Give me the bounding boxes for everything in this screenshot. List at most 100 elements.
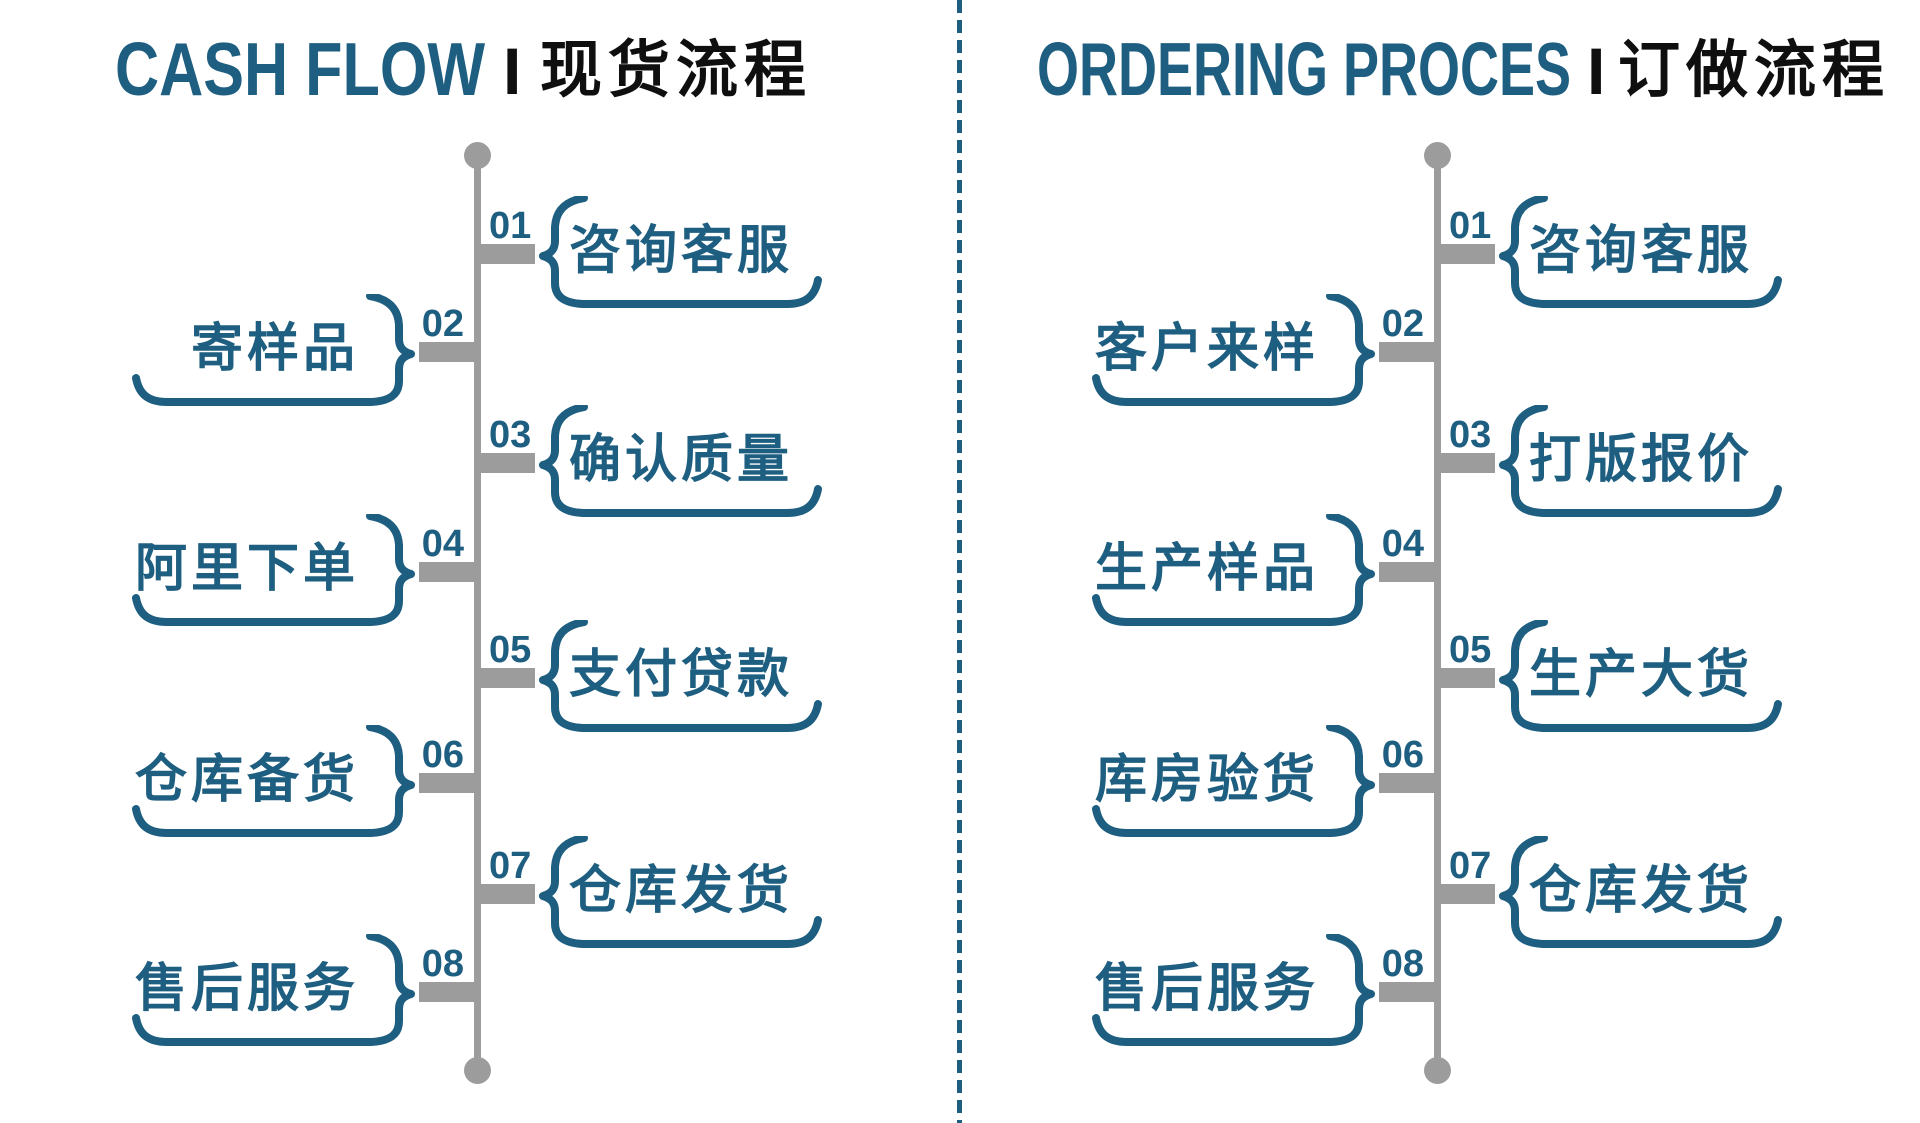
step-label-box: 生产样品: [1075, 514, 1375, 634]
step-tick: [477, 884, 535, 904]
step-label: 寄样品: [190, 320, 359, 378]
brace-underline-icon: [1499, 405, 1782, 517]
panel-ordering-process: ORDERING PROCES I 订做流程 01 咨询客服 02 客户来样 0…: [960, 0, 1920, 1123]
step-number: 04: [421, 523, 464, 565]
brace-underline-icon: [539, 836, 822, 948]
brace-underline-icon: [1499, 620, 1782, 732]
process-step: 01 咨询客服: [0, 196, 960, 316]
step-label-box: 生产大货: [1499, 620, 1799, 740]
brace-underline-icon: [1092, 725, 1375, 837]
title-separator: I: [503, 34, 522, 108]
brace-underline-icon: [132, 514, 415, 626]
step-label-box: 咨询客服: [539, 196, 839, 316]
title-english: CASH FLOW: [115, 27, 486, 111]
step-tick: [419, 773, 477, 793]
process-step: 06 仓库备货: [0, 725, 960, 845]
step-label: 售后服务: [134, 960, 359, 1018]
process-step: 03 确认质量: [0, 405, 960, 525]
process-step: 06 库房验货: [960, 725, 1920, 845]
step-number: 04: [1381, 523, 1424, 565]
step-label: 阿里下单: [134, 540, 359, 598]
step-tick: [477, 453, 535, 473]
step-tick: [1437, 884, 1495, 904]
step-tick: [1437, 668, 1495, 688]
step-label-box: 售后服务: [115, 934, 415, 1054]
timeline-line: [1434, 155, 1441, 1070]
timeline-end-dot: [464, 1057, 491, 1084]
step-label-box: 支付贷款: [539, 620, 839, 740]
step-label-box: 寄样品: [115, 294, 415, 414]
step-number: 08: [1381, 943, 1424, 985]
process-step: 02 寄样品: [0, 294, 960, 414]
step-label: 仓库发货: [569, 862, 794, 920]
step-number: 02: [1381, 303, 1424, 345]
panel-cash-flow: CASH FLOW I 现货流程 01 咨询客服 02 寄样品 03: [0, 27, 960, 1084]
step-label-box: 确认质量: [539, 405, 839, 525]
brace-underline-icon: [539, 196, 822, 308]
step-label: 生产大货: [1529, 646, 1754, 704]
step-number: 02: [421, 303, 464, 345]
step-tick: [1379, 982, 1437, 1002]
timeline-start-dot: [464, 142, 491, 169]
step-tick: [419, 982, 477, 1002]
step-tick: [1379, 562, 1437, 582]
step-tick: [477, 244, 535, 264]
brace-underline-icon: [132, 725, 415, 837]
step-label: 售后服务: [1094, 960, 1319, 1018]
brace-underline-icon: [539, 620, 822, 732]
step-label-box: 打版报价: [1499, 405, 1799, 525]
process-step: 01 咨询客服: [960, 196, 1920, 316]
process-step: 04 生产样品: [960, 514, 1920, 634]
step-tick: [1379, 773, 1437, 793]
steps-container: 01 咨询客服 02 寄样品 03 确认质量 04: [0, 196, 960, 1054]
step-number: 01: [1449, 205, 1492, 247]
brace-underline-icon: [1092, 294, 1375, 406]
step-label: 仓库发货: [1529, 862, 1754, 920]
step-number: 06: [1381, 734, 1424, 776]
step-tick: [1437, 244, 1495, 264]
step-number: 05: [489, 629, 532, 671]
step-tick: [419, 562, 477, 582]
step-number: 03: [1449, 414, 1492, 456]
step-label-box: 仓库发货: [539, 836, 839, 956]
title-separator: I: [1587, 34, 1606, 108]
step-number: 08: [421, 943, 464, 985]
step-label-box: 阿里下单: [115, 514, 415, 634]
step-label: 库房验货: [1094, 751, 1319, 809]
step-tick: [419, 342, 477, 362]
step-label-box: 咨询客服: [1499, 196, 1799, 316]
step-number: 07: [489, 845, 532, 887]
step-tick: [1437, 453, 1495, 473]
title-chinese: 订做流程: [1618, 36, 1891, 105]
step-label-box: 仓库备货: [115, 725, 415, 845]
brace-underline-icon: [132, 934, 415, 1046]
step-label: 支付贷款: [569, 646, 794, 704]
timeline-line: [474, 155, 481, 1070]
ordering-process-title: ORDERING PROCES I 订做流程: [960, 0, 1920, 110]
step-label: 客户来样: [1094, 320, 1319, 378]
step-number: 07: [1449, 845, 1492, 887]
step-label: 咨询客服: [569, 222, 794, 280]
step-label-box: 售后服务: [1075, 934, 1375, 1054]
brace-underline-icon: [132, 294, 415, 406]
title-chinese: 现货流程: [540, 36, 813, 105]
brace-underline-icon: [1499, 836, 1782, 948]
brace-underline-icon: [1092, 514, 1375, 626]
process-step: 05 生产大货: [960, 620, 1920, 740]
process-step: 04 阿里下单: [0, 514, 960, 634]
center-divider-dashed-line: [957, 0, 962, 1123]
step-tick: [477, 668, 535, 688]
process-step: 03 打版报价: [960, 405, 1920, 525]
timeline-end-dot: [1424, 1057, 1451, 1084]
timeline-start-dot: [1424, 142, 1451, 169]
process-step: 05 支付贷款: [0, 620, 960, 740]
title-english: ORDERING PROCES: [1037, 27, 1572, 111]
brace-underline-icon: [539, 405, 822, 517]
step-label: 打版报价: [1529, 431, 1754, 489]
step-label-box: 客户来样: [1075, 294, 1375, 414]
step-label: 咨询客服: [1529, 222, 1754, 280]
process-step: 07 仓库发货: [960, 836, 1920, 956]
process-step: 08 售后服务: [0, 934, 960, 1054]
step-label: 生产样品: [1094, 540, 1319, 598]
